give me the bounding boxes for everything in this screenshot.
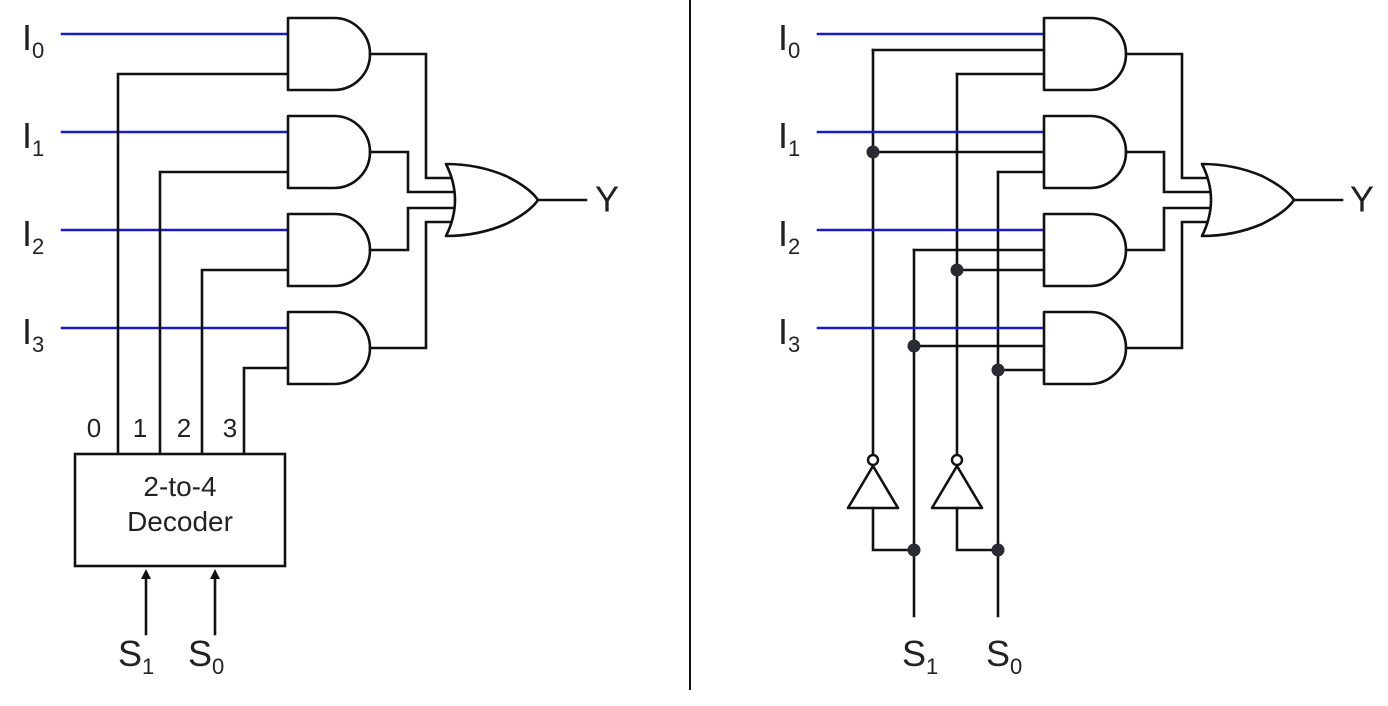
right-junction-s1-inverter [907, 543, 921, 557]
left-decoder-output-label-3: 3 [223, 413, 237, 443]
right-junction-not-s1-and1 [866, 145, 880, 159]
right-output-label-y: Y [1350, 179, 1374, 220]
right-input-label-i3: I3 [778, 311, 800, 357]
left-and-gate-0 [286, 16, 372, 92]
right-input-label-i1: I1 [778, 115, 800, 161]
left-decoder-line-1 [158, 170, 290, 456]
left-and1-to-or [368, 150, 457, 194]
right-inverter-s1-bubble [866, 453, 880, 467]
right-inverter-s0-bubble [950, 453, 964, 467]
left-and3-to-or [368, 220, 454, 350]
left-select-label-s1: S1 [118, 633, 154, 679]
left-input-label-i0: I0 [22, 17, 44, 63]
right-input-label-i2: I2 [778, 213, 800, 259]
right-junction-not-s0-and2 [950, 263, 964, 277]
left-decoder-line-0 [116, 72, 290, 456]
left-or-gate [444, 162, 540, 238]
right-and-gate-0 [1042, 16, 1128, 92]
right-and3-to-or [1124, 220, 1210, 350]
right-and-gate-1 [1042, 114, 1128, 190]
right-inverter-s1-feed [871, 506, 916, 552]
left-and2-to-or [368, 206, 457, 252]
left-select-label-s0: S0 [188, 633, 224, 679]
left-output-label-y: Y [595, 179, 619, 220]
left-input-label-i1: I1 [22, 115, 44, 161]
left-and0-to-or [368, 52, 454, 180]
right-and-gate-2 [1042, 212, 1128, 288]
left-decoder-output-label-2: 2 [177, 413, 191, 443]
right-junction-s1-and3 [907, 339, 921, 353]
right-panel-gate-mux: I0 I1 I2 I3 [778, 16, 1374, 679]
decoder-title-line2: Decoder [127, 506, 233, 537]
left-decoder-output-label-1: 1 [133, 413, 147, 443]
right-select-label-s0: S0 [986, 633, 1022, 679]
right-inverter-s1 [846, 464, 900, 510]
right-junction-s0-inverter [991, 543, 1005, 557]
decoder-title-line1: 2-to-4 [143, 471, 216, 502]
right-and1-to-or [1124, 150, 1213, 194]
left-and-gate-1 [286, 114, 372, 190]
right-and0-to-or [1124, 52, 1210, 180]
left-and-gate-3 [286, 310, 372, 386]
right-inverter-s0-feed [955, 506, 1000, 552]
left-decoder-output-label-0: 0 [87, 413, 101, 443]
right-and2-to-or [1124, 206, 1213, 252]
left-input-label-i2: I2 [22, 213, 44, 259]
left-panel-decoder-mux: I0 I1 I2 I3 Y 0 1 2 3 [22, 16, 619, 679]
left-decoder-line-3 [242, 366, 290, 456]
left-and-gate-2 [286, 212, 372, 288]
right-select-label-s1: S1 [902, 633, 938, 679]
decoder-box [73, 452, 287, 568]
right-and-gate-3 [1042, 310, 1128, 386]
right-inverter-s0 [930, 464, 984, 510]
left-input-label-i3: I3 [22, 311, 44, 357]
right-or-gate [1200, 162, 1296, 238]
right-junction-s0-and3 [991, 363, 1005, 377]
left-decoder-line-2 [200, 268, 290, 456]
right-input-label-i0: I0 [778, 17, 800, 63]
